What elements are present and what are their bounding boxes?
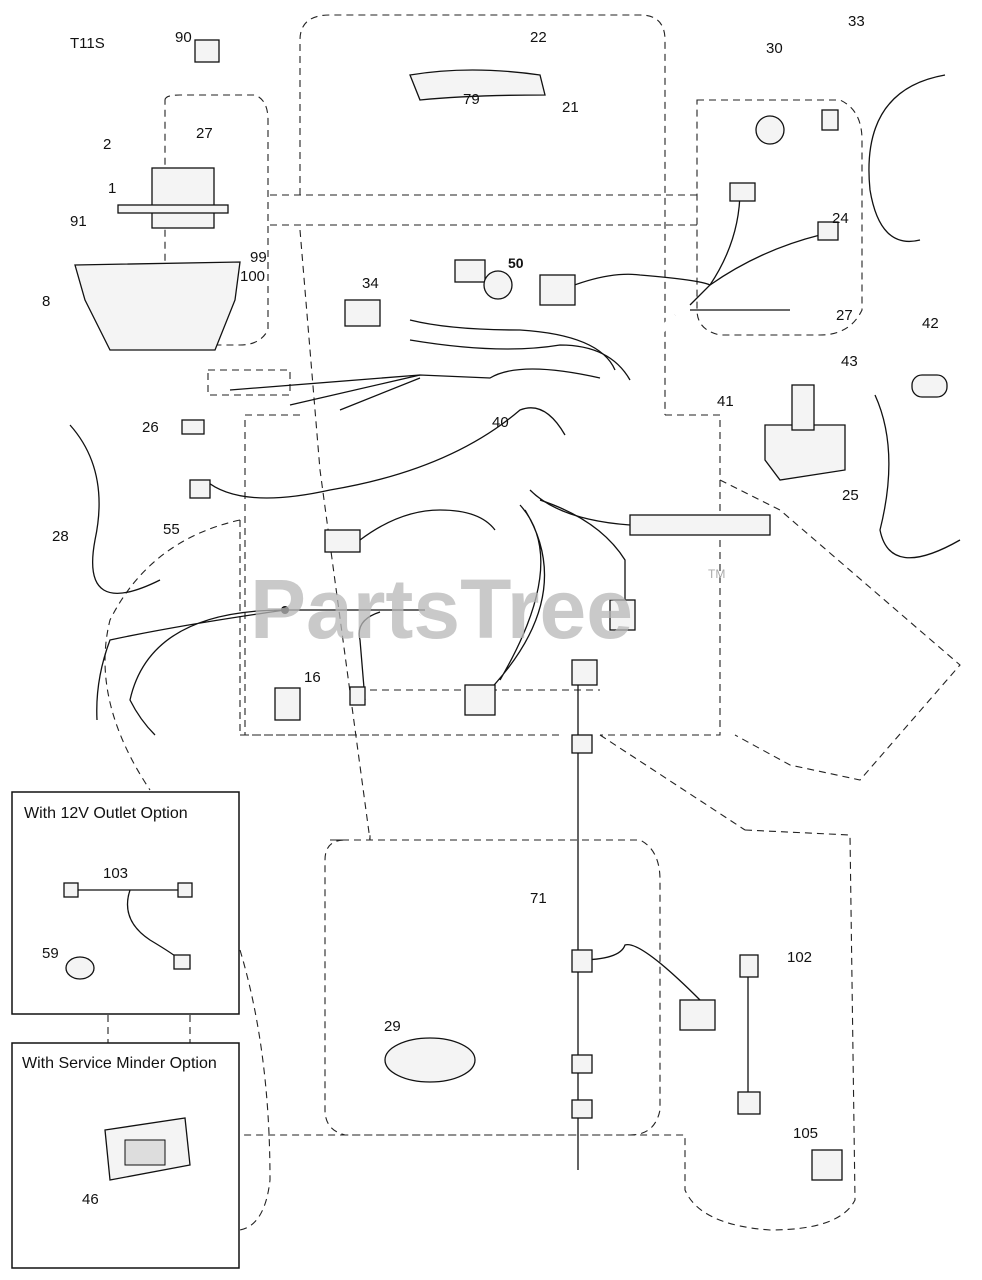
callout-90: 90 [175, 29, 192, 46]
callout-25: 25 [842, 487, 859, 504]
option-box-service-minder-title: With Service Minder Option [22, 1055, 217, 1072]
callout-105: 105 [793, 1125, 818, 1142]
callout-40: 40 [492, 414, 509, 431]
callout-27b: 27 [836, 307, 853, 324]
part-28-cable [69, 424, 161, 594]
parts [69, 39, 961, 1181]
watermark: PartsTree TM [250, 562, 725, 656]
part-90-terminal-cover [194, 39, 220, 63]
callout-28: 28 [52, 528, 69, 545]
callout-27: 27 [196, 125, 213, 142]
part-50-switch [454, 259, 486, 283]
part-16-relay [274, 687, 301, 721]
option-box-12v-title: With 12V Outlet Option [24, 805, 188, 822]
callout-22: 22 [530, 29, 547, 46]
callout-100: 100 [240, 268, 265, 285]
part-30-ignition-switch [755, 115, 785, 145]
callout-102: 102 [787, 949, 812, 966]
callout-29: 29 [384, 1018, 401, 1035]
part-105-solenoid [811, 1149, 843, 1181]
callout-24: 24 [832, 210, 849, 227]
callout-91: 91 [70, 213, 87, 230]
callout-71: 71 [530, 890, 547, 907]
callout-labels: T11S 90 22 79 21 30 33 2 27 1 91 99 100 … [42, 13, 939, 1208]
callout-21: 21 [562, 99, 579, 116]
decal [539, 274, 576, 306]
callout-79: 79 [463, 91, 480, 108]
part-26-fuse [181, 419, 205, 435]
callout-1: 1 [108, 180, 116, 197]
part-33-key [821, 109, 839, 131]
part-24-cable [868, 74, 946, 242]
callout-33: 33 [848, 13, 865, 30]
part-43-solenoid [764, 424, 846, 481]
part-59-outlet [65, 956, 95, 980]
callout-50: 50 [508, 255, 524, 271]
frame-outlines [104, 14, 961, 1231]
option-box-12v: With 12V Outlet Option [11, 791, 240, 1015]
callout-42: 42 [922, 315, 939, 332]
callout-30: 30 [766, 40, 783, 57]
callout-41: 41 [717, 393, 734, 410]
callout-43: 43 [841, 353, 858, 370]
part-29-horn [384, 1037, 476, 1083]
callout-59: 59 [42, 945, 59, 962]
part-1-battery [151, 167, 215, 229]
callout-103: 103 [103, 865, 128, 882]
callout-26: 26 [142, 419, 159, 436]
part-34-switch [344, 299, 381, 327]
part-21-headlight-harness [409, 69, 546, 101]
callout-34: 34 [362, 275, 379, 292]
callout-55: 55 [163, 521, 180, 538]
part-91-strap [117, 204, 229, 214]
part-42-boot [911, 374, 948, 398]
diagram-code: T11S [70, 35, 105, 52]
callout-46: 46 [82, 1191, 99, 1208]
part-25-cable [874, 394, 961, 559]
callout-8: 8 [42, 293, 50, 310]
part-8-battery-tray [74, 261, 241, 351]
callout-2: 2 [103, 136, 111, 153]
watermark-text: PartsTree [250, 562, 633, 656]
callout-16: 16 [304, 669, 321, 686]
callout-99: 99 [250, 249, 267, 266]
option-box-service-minder: With Service Minder Option [11, 1042, 240, 1269]
main-wire-harness [96, 189, 821, 1170]
watermark-tm: TM [708, 567, 725, 581]
